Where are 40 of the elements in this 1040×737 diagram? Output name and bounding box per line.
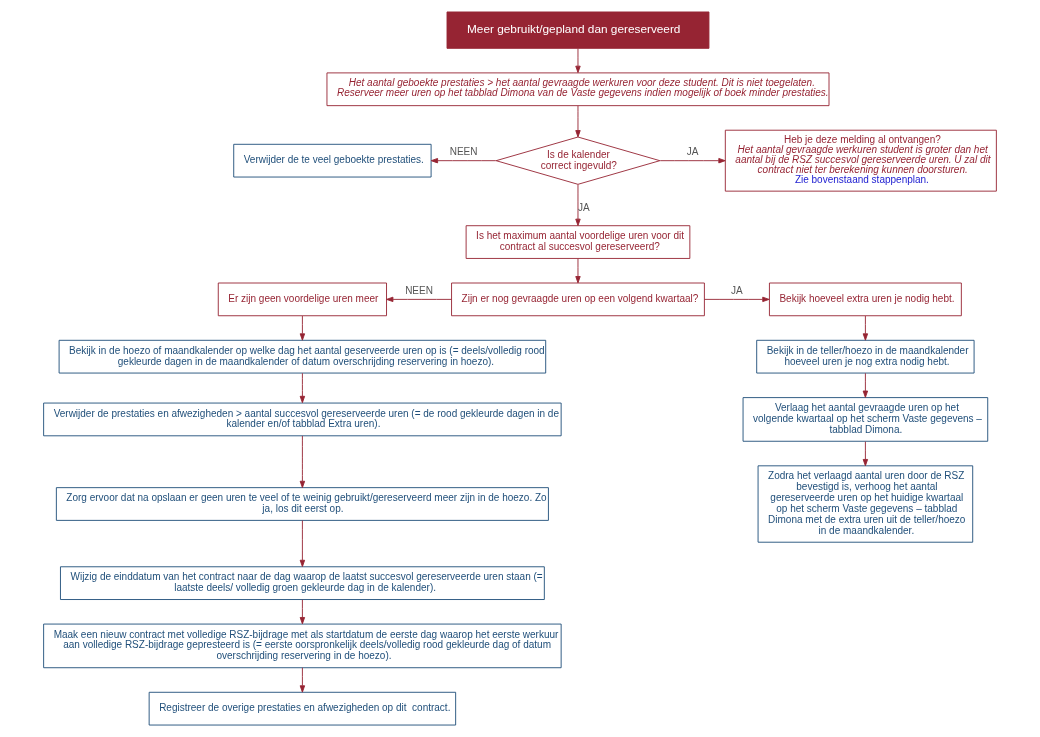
edge-label: JA [686, 146, 699, 158]
node-box: Verwijder de prestaties en afwezigheden > aantal succesvol gereserveerde uren (= de rood gekleurde dagen in de kalender en/of tabblad Extra uren). [43, 402, 562, 437]
arrow [862, 372, 869, 398]
arrow [299, 520, 306, 568]
node-box: Maak een nieuw contract met volledige RSZ-bijdrage met als startdatum de eerste dag waarop het eerste werkuur aan volledige RSZ-bijdrage gepresteerd is (= eerste oorspronkelijk deels/volledig rood gekleurde dag of datum overschrijding reservering in de hoezo). [43, 623, 562, 669]
arrow [862, 315, 869, 341]
edge-label: NEEN [405, 284, 433, 296]
arrow [299, 315, 306, 341]
node-box: Heb je deze melding al ontvangen? Het aantal gevraagde werkuren student is groter dan het aantal bij de RSZ succesvol gereserveerde uren. U zal dit contract niet ter berekening kunnen doorsturen. Zie bovenstaand stappenplan. [724, 129, 997, 192]
node-box: Het aantal geboekte prestaties > het aantal gevraagde werkuren voor deze student. Dit is niet toegelaten. Reserveer meer uren op het tabblad Dimona van de Vaste gegevens indien mogelijk of boek minder prestaties. [326, 72, 830, 107]
arrow [299, 667, 306, 693]
node-diamond: Is de kalender correct ingevuld? [495, 136, 661, 185]
arrow [430, 158, 497, 164]
arrow [862, 441, 869, 467]
arrow [575, 184, 581, 226]
edge-label: JA [578, 201, 590, 213]
arrow [575, 105, 581, 138]
arrow [299, 435, 306, 489]
node-box: Registreer de overige prestaties en afwezigheden op dit contract. [148, 691, 457, 726]
arrow [704, 296, 770, 303]
arrow [659, 158, 726, 164]
node-box: Bekijk hoeveel extra uren je nodig hebt. [769, 282, 962, 317]
node-box: Is het maximum aantal voordelige uren voor dit contract al succesvol gereserveerd? [465, 225, 691, 259]
node-box: Er zijn geen voordelige uren meer [217, 282, 387, 317]
arrow [299, 599, 306, 625]
node-box: Zorg ervoor dat na opslaan er geen uren te veel of te weinig gebruikt/gereserveerd meer zijn in de hoezo. Zo ja, los dit eerst op. [55, 487, 549, 521]
node-box: Zijn er nog gevraagde uren op een volgend kwartaal? [451, 282, 705, 317]
node-box: Bekijk in de teller/hoezo in de maandkalender hoeveel uren je nog extra nodig hebt. [756, 339, 975, 374]
arrow [299, 372, 306, 404]
arrow [575, 258, 581, 284]
edge-label: NEEN [449, 146, 478, 158]
node-box: Verlaag het aantal gevraagde uren op het volgende kwartaal op het scherm Vaste gegevens – tabblad Dimona. [742, 397, 989, 442]
node-box: Wijzig de einddatum van het contract naar de dag waarop de laatst succesvol gereserveerde uren staan (= laatste deels/ volledig groen gekleurde dag in de kalender). [60, 566, 545, 600]
edge-label: JA [731, 284, 743, 296]
arrow [386, 296, 452, 303]
node-box: Zodra het verlaagd aantal uren door de RSZ bevestigd is, verhoog het aantal gereserveerde uren op het huidige kwartaal op het scherm Vaste gegevens – tabblad Dimona met de extra uren uit de teller/hoezo in de maandkalender. [757, 465, 974, 543]
node-box: Meer gebruikt/gepland dan gereserveerd [446, 11, 710, 49]
arrow [575, 48, 581, 73]
node-box: Verwijder de te veel geboekte prestaties. [233, 143, 432, 178]
node-box: Bekijk in de hoezo of maandkalender op welke dag het aantal geserveerde uren op is (= deels/volledig rood gekleurde dagen in de maandkalender of datum overschrijding reservering in hoezo). [58, 339, 547, 374]
